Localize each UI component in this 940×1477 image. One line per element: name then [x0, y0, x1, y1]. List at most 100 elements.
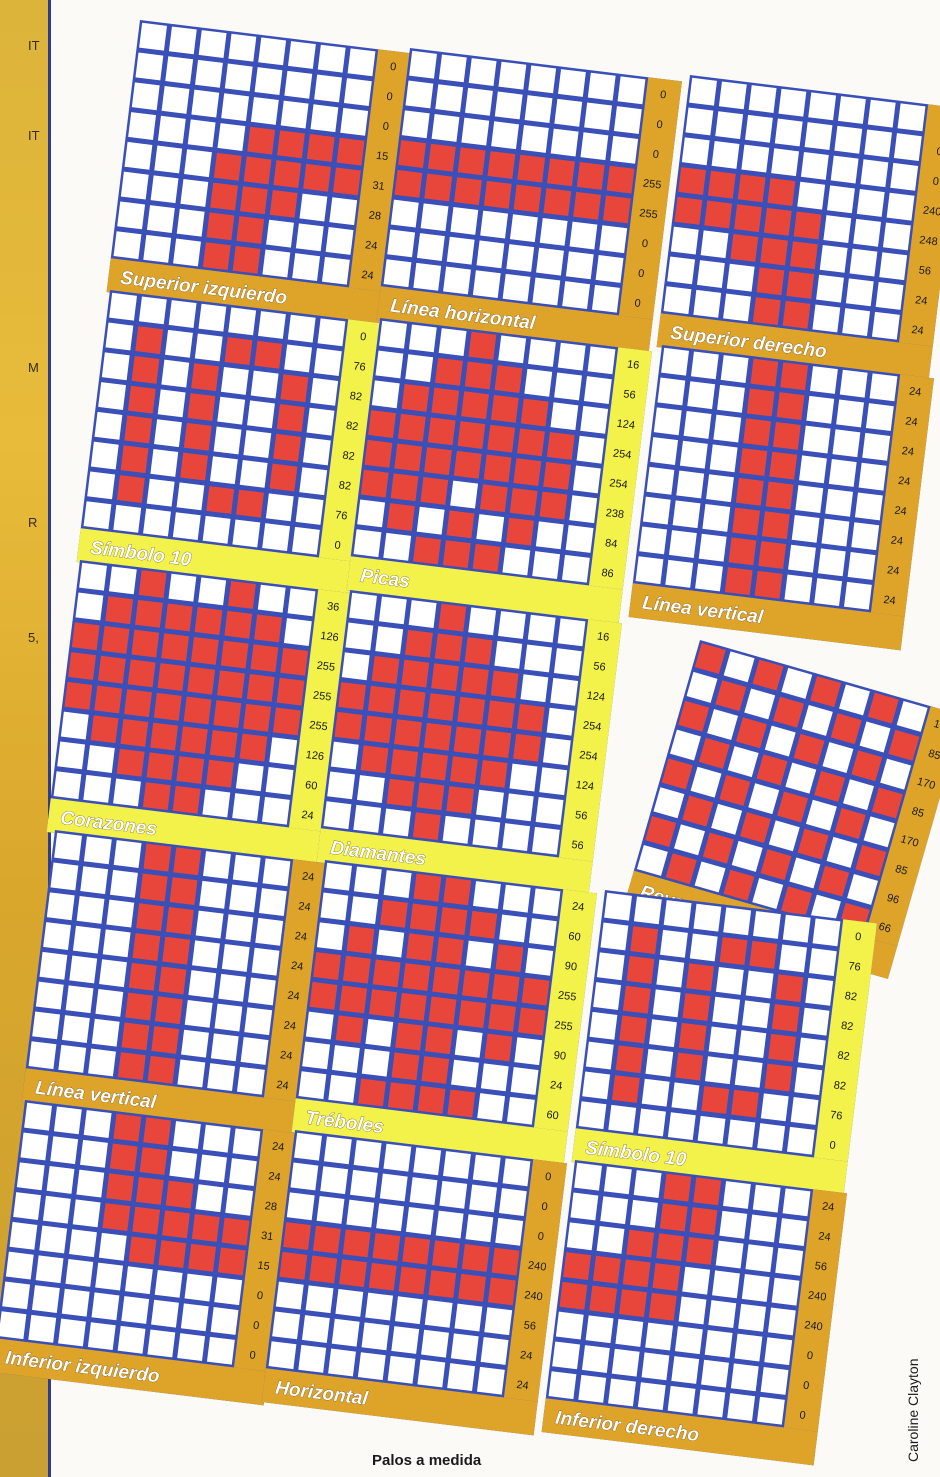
row-value: 126: [305, 749, 325, 763]
bitmap-cell-off: [533, 888, 561, 916]
bitmap-cell-on: [424, 447, 452, 475]
bitmap-cell-on: [166, 1181, 194, 1209]
bitmap-cell-off: [173, 512, 201, 540]
bitmap-cell-on: [780, 362, 808, 390]
bitmap-cell-on: [750, 359, 778, 387]
row-value: 24: [821, 1200, 835, 1213]
bitmap-cell-off: [604, 1166, 632, 1194]
bitmap-cell-off: [262, 250, 290, 278]
row-value: 24: [290, 960, 304, 973]
bitmap-cell-on: [273, 707, 301, 735]
bitmap-cell-off: [150, 449, 178, 477]
bitmap-cell-off: [113, 505, 141, 533]
bitmap-cell-off: [47, 1166, 75, 1194]
bitmap-cell-off: [525, 948, 553, 976]
bitmap-cell-on: [517, 704, 545, 732]
bitmap-cell-off: [218, 974, 246, 1002]
bitmap-cell-off: [372, 380, 400, 408]
bitmap-cell-on: [401, 660, 429, 688]
bitmap-cell-on: [755, 571, 783, 599]
bitmap-cell-on: [603, 195, 631, 223]
bitmap-cell-off: [741, 145, 769, 173]
bitmap-cell-off: [656, 960, 684, 988]
bitmap-cell-off: [402, 110, 430, 138]
row-value: 56: [623, 388, 637, 401]
bitmap-cell-off: [554, 372, 582, 400]
bitmap-cell-off: [805, 978, 833, 1006]
bitmap-cell-on: [228, 581, 256, 609]
row-value: 124: [616, 418, 636, 432]
bitmap-cell-on: [450, 756, 478, 784]
bitmap-cell-off: [225, 64, 253, 92]
bitmap-cell-off: [439, 1181, 467, 1209]
bitmap-cell-off: [306, 1012, 334, 1040]
bitmap-cell-on: [473, 544, 501, 572]
bitmap-cell-on: [402, 384, 430, 412]
bitmap-cell-off: [365, 1019, 393, 1047]
bitmap-cell-off: [350, 1170, 378, 1198]
bitmap-cell-off: [185, 1000, 213, 1028]
bitmap-cell-on: [513, 734, 541, 762]
bitmap-cell-off: [299, 1071, 327, 1099]
bitmap-cell-off: [443, 267, 471, 295]
bitmap-cell-on: [543, 188, 571, 216]
bitmap-cell-off: [143, 235, 171, 263]
bitmap-cell-off: [592, 285, 620, 313]
bitmap-cell-off: [324, 863, 352, 891]
bitmap-cell-on: [447, 510, 475, 538]
bitmap-cell-on: [612, 1075, 640, 1103]
bitmap-cell-off: [775, 119, 803, 147]
bitmap-cell-on: [184, 423, 212, 451]
bitmap-cell-off: [77, 896, 105, 924]
bitmap-cell-on: [743, 418, 771, 446]
bitmap-cell-on: [753, 297, 781, 325]
bitmap-cell-on: [143, 1117, 171, 1145]
bitmap-cell-off: [600, 923, 628, 951]
bitmap-cell-off: [814, 578, 842, 606]
bitmap-cell-on: [428, 144, 456, 172]
bitmap-cell-off: [13, 1192, 41, 1220]
row-value: 254: [612, 447, 632, 461]
row-value: 24: [549, 1079, 563, 1092]
bitmap-cell-off: [173, 239, 201, 267]
bitmap-cell-on: [593, 1256, 621, 1284]
bitmap-cell-off: [822, 519, 850, 547]
bitmap-cell-off: [84, 1110, 112, 1138]
bitmap-cell-off: [514, 1037, 542, 1065]
bitmap-cell-off: [596, 255, 624, 283]
bitmap-cell-off: [84, 501, 112, 529]
row-value: 255: [642, 177, 662, 191]
bitmap-cell-on: [391, 473, 419, 501]
bitmap-cell-on: [454, 727, 482, 755]
bitmap-cell-on: [155, 996, 183, 1024]
bitmap-cell-off: [199, 881, 227, 909]
bitmap-cell-on: [522, 978, 550, 1006]
bitmap-cell-off: [792, 515, 820, 543]
bitmap-cell-on: [480, 484, 508, 512]
bitmap-cell-on: [679, 1023, 707, 1051]
bitmap-cell-off: [162, 86, 190, 114]
bitmap-cell-off: [161, 360, 189, 388]
bitmap-cell-off: [558, 343, 586, 371]
bitmap-cell-off: [296, 497, 324, 525]
bitmap-cell-on: [373, 959, 401, 987]
bitmap-cell-off: [883, 222, 911, 250]
bitmap-cell-off: [634, 1170, 662, 1198]
bitmap-cell-off: [248, 977, 276, 1005]
bitmap-cell-off: [350, 896, 378, 924]
row-value: 76: [334, 509, 348, 522]
bitmap-cell-off: [54, 833, 82, 861]
row-value: 255: [557, 989, 577, 1003]
bitmap-cell-off: [645, 1049, 673, 1077]
bitmap-cell-off: [154, 419, 182, 447]
bitmap-cell-off: [753, 1185, 781, 1213]
bitmap-cell-on: [361, 745, 389, 773]
bitmap-cell-off: [233, 855, 261, 883]
bitmap-cell-off: [693, 904, 721, 932]
bitmap-cell-off: [757, 1397, 785, 1425]
bitmap-cell-off: [435, 84, 463, 112]
row-value: 24: [287, 990, 301, 1003]
bitmap-cell-on: [485, 1034, 513, 1062]
row-value: 24: [271, 1140, 285, 1153]
bitmap-cell-on: [250, 644, 278, 672]
